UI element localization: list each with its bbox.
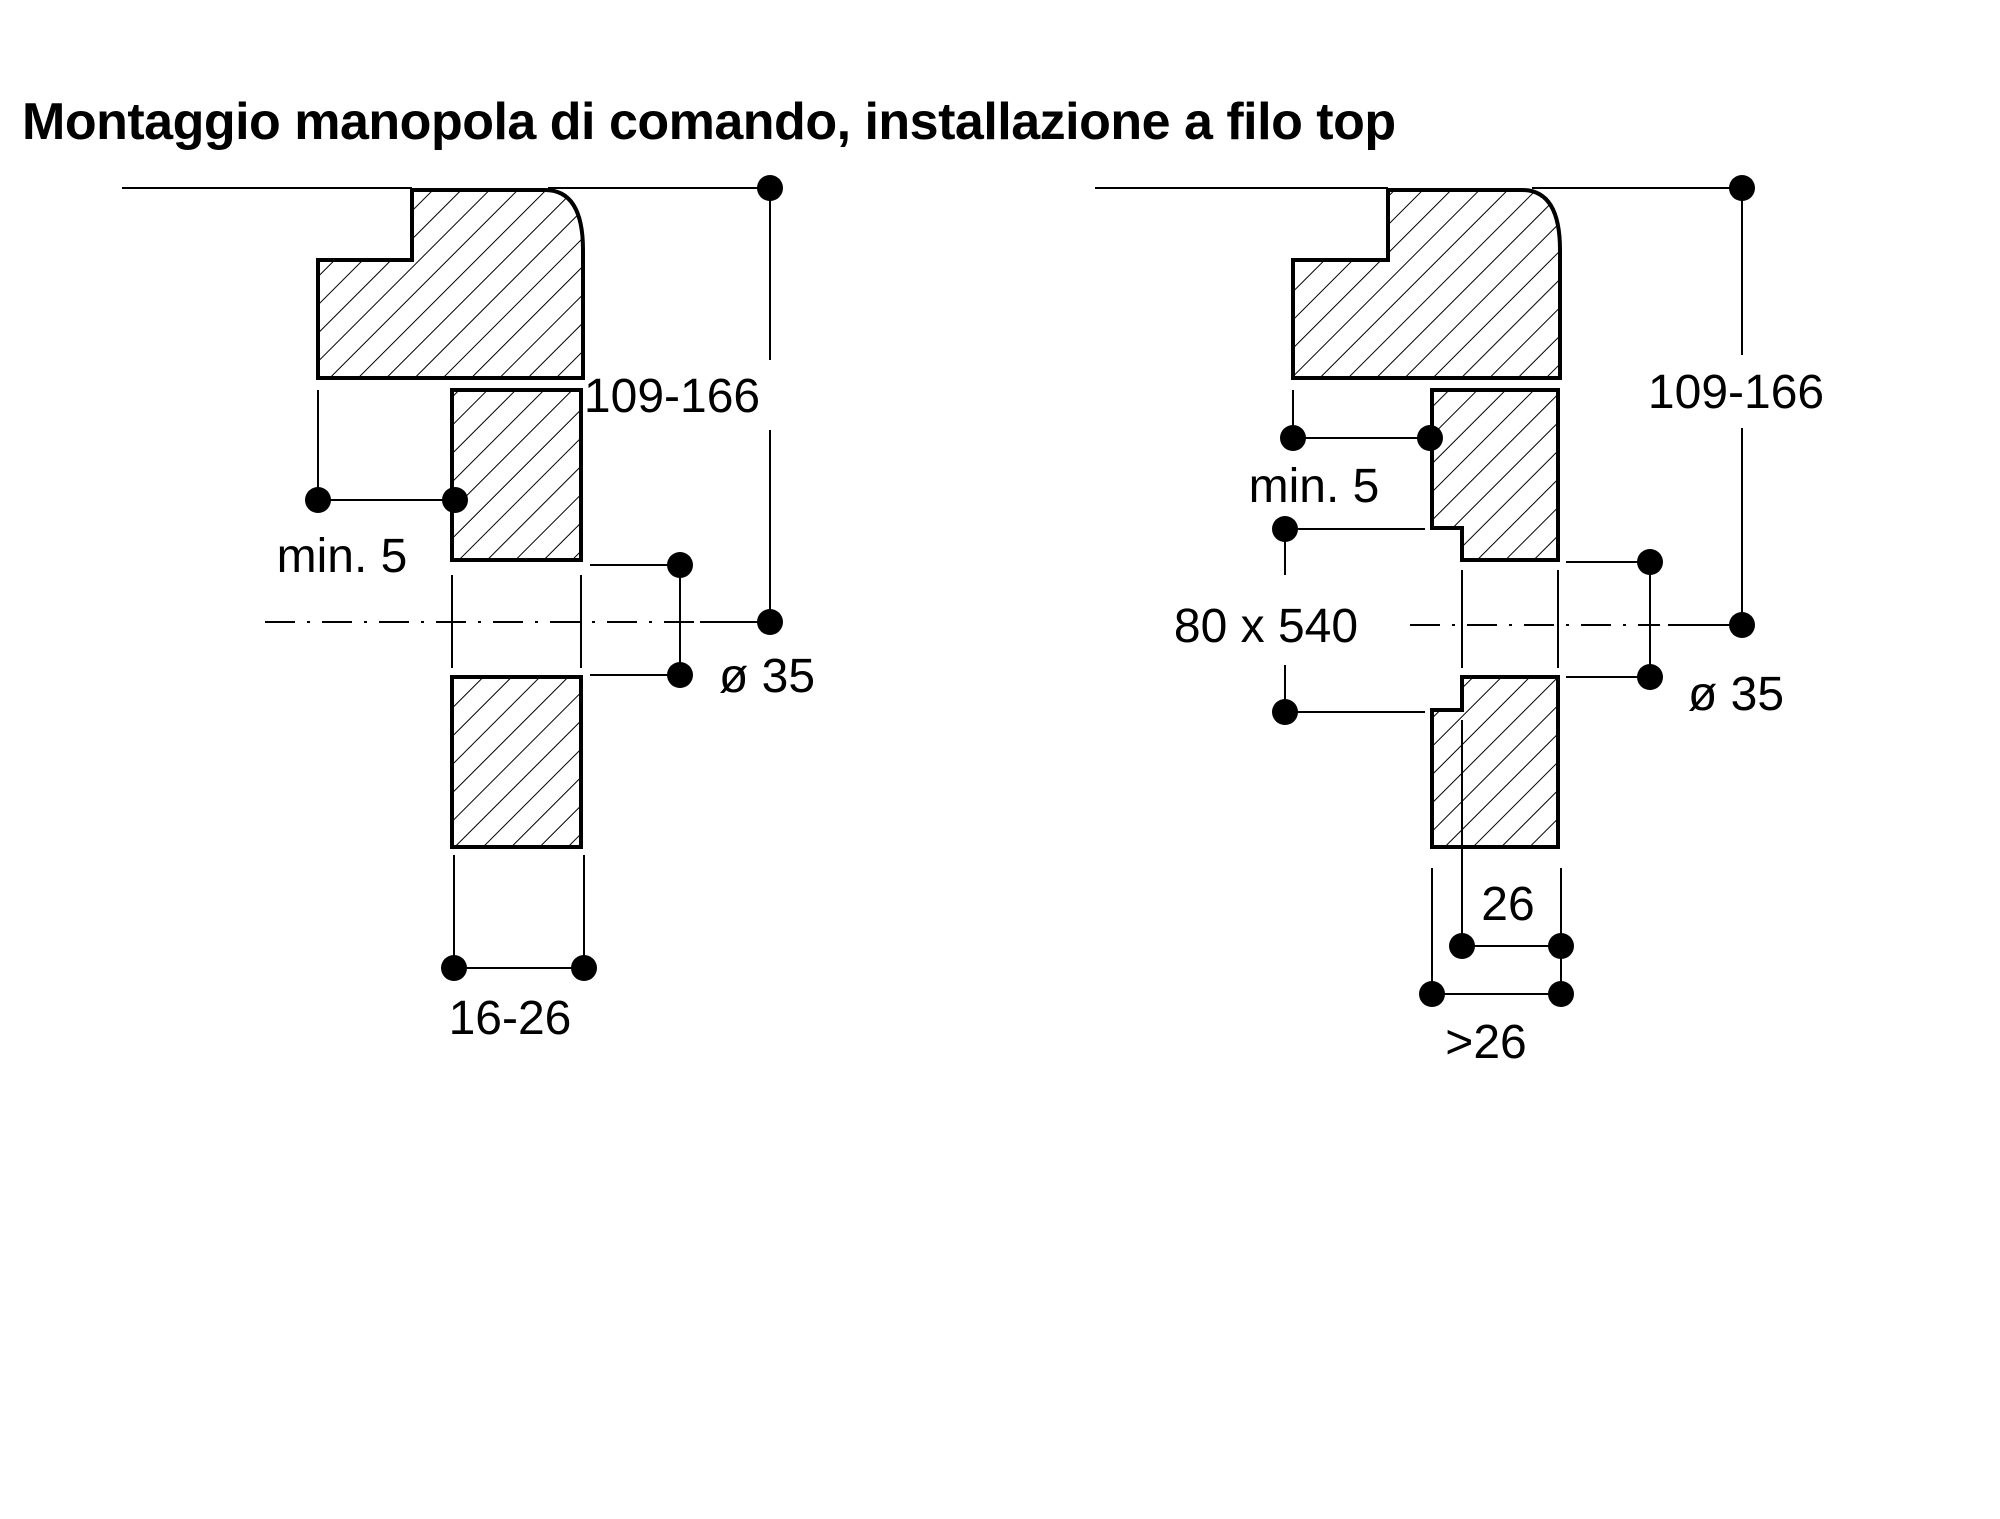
dimension-point xyxy=(757,175,783,201)
left-panel-upper xyxy=(450,388,583,562)
dimension-point xyxy=(1449,933,1475,959)
dimension-point xyxy=(441,955,467,981)
right-diameter-label: ø 35 xyxy=(1688,668,1784,721)
left-view: 109-166 min. 5 ø 35 16-26 xyxy=(122,175,815,1045)
page-title: Montaggio manopola di comando, installaz… xyxy=(22,93,1396,151)
dimension-point xyxy=(305,487,331,513)
dimension-point xyxy=(1272,516,1298,542)
dimension-point xyxy=(1272,699,1298,725)
right-knob-section xyxy=(1291,188,1562,380)
dimension-point xyxy=(1548,933,1574,959)
dimension-point xyxy=(1637,549,1663,575)
right-min-label: min. 5 xyxy=(1249,460,1380,513)
left-thickness-label: 16-26 xyxy=(449,992,572,1045)
dimension-point xyxy=(667,662,693,688)
dimension-point xyxy=(1637,664,1663,690)
left-diameter-label: ø 35 xyxy=(719,650,815,703)
right-inner-label: 26 xyxy=(1481,878,1534,931)
left-height-label: 109-166 xyxy=(584,370,760,423)
left-knob-section xyxy=(316,188,585,380)
right-panel-upper xyxy=(1430,388,1560,562)
dimension-point xyxy=(442,487,468,513)
right-view: 109-166 min. 5 80 x 540 ø 35 26 xyxy=(1095,175,1824,1069)
dimension-point xyxy=(571,955,597,981)
dimension-point xyxy=(1417,425,1443,451)
right-panel-lower xyxy=(1430,675,1560,849)
dimension-point xyxy=(1548,981,1574,1007)
right-cutout-label: 80 x 540 xyxy=(1174,600,1358,653)
left-panel-lower xyxy=(450,675,583,849)
right-height-label: 109-166 xyxy=(1648,366,1824,419)
dimension-point xyxy=(1280,425,1306,451)
dimension-point xyxy=(667,552,693,578)
dimension-point xyxy=(757,609,783,635)
left-min-label: min. 5 xyxy=(277,530,408,583)
right-outer-label: >26 xyxy=(1445,1016,1526,1069)
dimension-point xyxy=(1729,612,1755,638)
dimension-point xyxy=(1729,175,1755,201)
dimension-point xyxy=(1419,981,1445,1007)
